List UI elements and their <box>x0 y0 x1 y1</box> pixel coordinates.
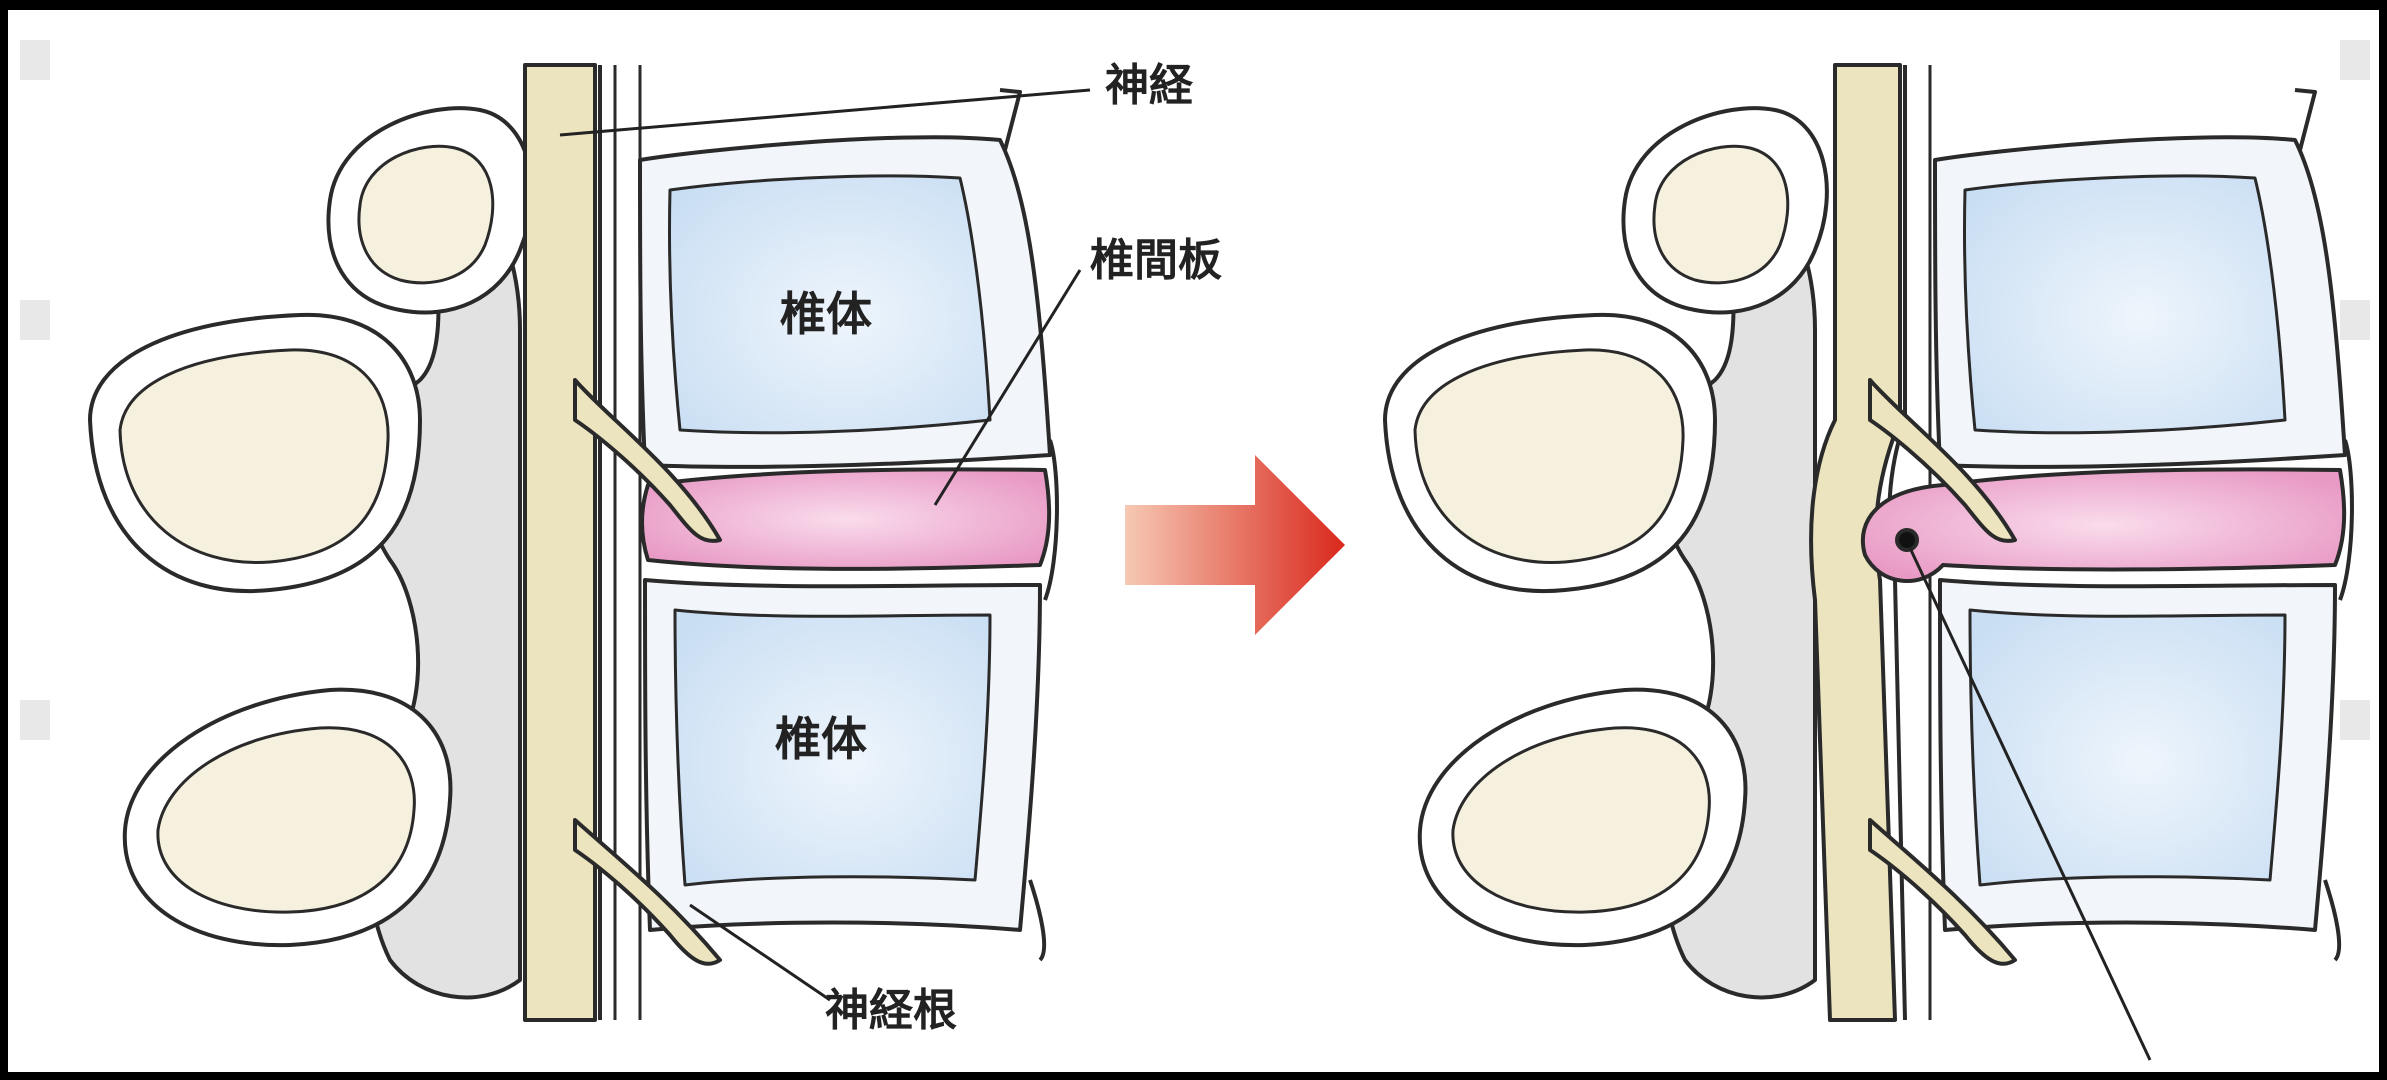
herniated-disc <box>1863 469 2344 581</box>
label-disc: 椎間板 <box>1090 235 1222 286</box>
herniation-point <box>1897 530 1917 550</box>
spinal-cord <box>525 65 595 1020</box>
label-vertebral-body-lower: 椎体 <box>775 712 867 766</box>
label-nerve-root: 神経根 <box>825 985 957 1036</box>
label-nerve: 神経 <box>1105 60 1194 111</box>
label-vertebral-body-upper: 椎体 <box>780 287 872 341</box>
